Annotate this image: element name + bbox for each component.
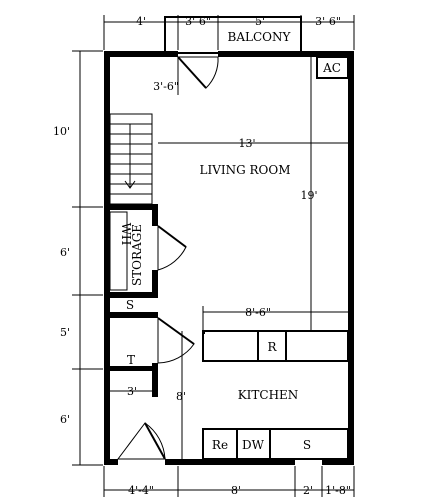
storage-door-leaf[interactable] <box>157 225 187 248</box>
storage-door-swing[interactable] <box>157 225 187 271</box>
bathroom-door-leaf[interactable] <box>157 317 195 345</box>
top-dimensions: 4' 3'-6" 5' 3'-6" <box>103 15 355 50</box>
ac-box <box>316 56 349 79</box>
dim-counter-width: 8'-6" <box>245 306 271 319</box>
toilet-label: T <box>127 353 135 367</box>
balcony-label: BALCONY <box>228 30 292 44</box>
dim-top-1: 4' <box>136 15 146 28</box>
dim-top-4: 3'-6" <box>315 15 341 28</box>
ac-unit: AC <box>316 56 349 79</box>
shelf-label: S <box>126 298 134 312</box>
outer-walls <box>104 51 354 465</box>
wall-left <box>104 51 110 465</box>
dim-living-width: 13' <box>238 137 255 150</box>
wall-storage-bottom <box>104 292 158 298</box>
dishwasher-label: DW <box>242 438 265 452</box>
dim-balcony-door: 3'-6" <box>153 80 179 93</box>
storage-label: STORAGE <box>130 224 144 286</box>
dim-bottom-3: 2' <box>303 484 313 497</box>
bathroom-door[interactable] <box>157 317 195 364</box>
storage-area: WH STORAGE <box>109 211 144 291</box>
lower-counter: Re DW S <box>202 428 349 460</box>
dim-closet-width: 3' <box>127 385 137 398</box>
stairs <box>109 113 153 205</box>
wall-bottom-b <box>165 459 295 465</box>
wall-top-left <box>104 51 178 57</box>
water-heater-box <box>109 211 128 291</box>
living-room-label: LIVING ROOM <box>199 163 290 177</box>
balcony-door-swing[interactable] <box>176 56 219 89</box>
dim-bottom-4: 1'-8" <box>325 484 351 497</box>
water-heater-label: WH <box>119 223 133 246</box>
ac-label: AC <box>322 61 341 75</box>
left-dimensions: 10' 6' 5' 6' <box>53 50 103 466</box>
bottom-dimensions: 4'-4" 8' 2' 1'-8" <box>103 466 355 497</box>
dim-kitchen-depth: 8' <box>176 390 186 403</box>
stair-outline <box>109 113 153 205</box>
dim-left-3: 5' <box>60 326 70 339</box>
refrigerator-label: Re <box>212 438 228 452</box>
wall-top-right <box>218 51 354 57</box>
wall-right <box>348 51 354 465</box>
dim-left-4: 6' <box>60 413 70 426</box>
dim-bottom-1: 4'-4" <box>128 484 154 497</box>
bathroom-door-swing[interactable] <box>157 317 195 364</box>
dim-left-2: 6' <box>60 246 70 259</box>
balcony-door[interactable] <box>176 56 219 89</box>
wall-storage-right-top <box>152 204 158 226</box>
interior-walls <box>104 204 158 397</box>
range-box <box>257 330 287 362</box>
wall-bath-right-top <box>152 312 158 318</box>
interior-dimensions: 3'-6" 13' 19' 8'-6" 8' 3' <box>110 57 348 459</box>
dim-left-1: 10' <box>53 125 70 138</box>
dim-top-3: 5' <box>255 15 265 28</box>
dim-top-2: 3'-6" <box>185 15 211 28</box>
wall-bath-bottom <box>104 366 158 371</box>
entry-door-leaf[interactable] <box>144 422 166 460</box>
entry-door-swing[interactable] <box>117 422 166 460</box>
wall-bottom-a <box>104 459 118 465</box>
lower-counter-outline <box>202 428 349 460</box>
dim-living-depth: 19' <box>300 189 317 202</box>
upper-counter: R <box>202 330 349 362</box>
wall-bottom-c <box>322 459 354 465</box>
balcony-door-leaf[interactable] <box>177 56 207 89</box>
sink-label: S <box>303 438 311 452</box>
dim-bottom-2: 8' <box>231 484 241 497</box>
wall-shelf-bottom <box>104 312 158 318</box>
entry-door[interactable] <box>117 422 166 460</box>
wall-bath-right-bottom <box>152 363 158 397</box>
stair-arrow-head <box>124 180 136 189</box>
wall-stair-bottom <box>104 204 158 210</box>
wall-storage-right-bottom <box>152 270 158 298</box>
storage-door[interactable] <box>157 225 187 271</box>
range-label: R <box>267 340 277 354</box>
kitchen-label: KITCHEN <box>238 388 299 402</box>
